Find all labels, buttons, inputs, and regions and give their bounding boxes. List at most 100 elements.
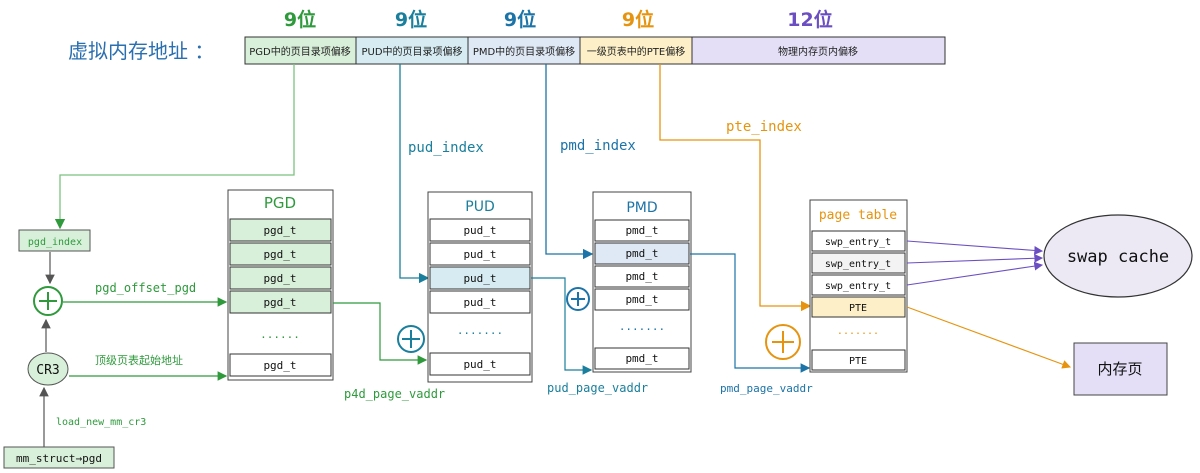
page-table-row (811, 349, 906, 371)
field-text-pte: 一级页表中的PTE偏移 (587, 45, 685, 58)
pgd-row-text: pgd_t (263, 224, 296, 237)
pgd-offset-label: pgd_offset_pgd (95, 281, 196, 295)
pud-index-label: pud_index (408, 140, 484, 156)
pud-vaddr-arrow (531, 277, 593, 375)
pgd-row-ellipsis: ...... (260, 328, 300, 341)
memory-page-text: 内存页 (1097, 360, 1142, 378)
pmd-row-text: pmd_t (625, 270, 658, 283)
pud-row-ellipsis: ....... (457, 324, 503, 337)
p4d-vaddr-arrow (333, 302, 428, 365)
pgd-index-text: pgd_index (28, 237, 82, 248)
pud-index-connector (399, 64, 430, 284)
pmd-row-text: pmd_t (625, 352, 658, 365)
field-text-offset: 物理内存页内偏移 (778, 45, 858, 58)
pgd-plus-icon (33, 286, 63, 316)
pmd-row-text: pmd_t (625, 224, 658, 237)
pmd-row-ellipsis: ....... (619, 320, 665, 333)
page-table-row-text: swp_entry_t (825, 259, 891, 270)
pgd-plus-icon-cross (39, 292, 57, 310)
pud-row-text: pud_t (463, 272, 496, 285)
pgd-row (229, 266, 332, 290)
page-table-row (811, 274, 906, 296)
pmd-row (594, 265, 690, 288)
pud-row-text: pud_t (463, 248, 496, 261)
pmd-row (594, 347, 690, 370)
page-table-row-text: PTE (849, 356, 867, 367)
address-field-pud: 9位 PUD中的页目录项偏移 (355, 8, 469, 65)
pud-row (429, 218, 531, 242)
bits-label-pgd: 9位 (284, 8, 316, 31)
p4d-vaddr-label: p4d_page_vaddr (344, 387, 445, 401)
address-field-pgd: 9位 PGD中的页目录项偏移 (244, 8, 357, 65)
load-new-mm-cr3-label: load_new_mm_cr3 (56, 417, 146, 428)
address-field-pte: 9位 一级页表中的PTE偏移 (579, 8, 693, 65)
pud-row (429, 290, 531, 314)
field-box-pud (355, 36, 469, 65)
bits-label-offset: 12位 (787, 8, 832, 31)
bits-label-pte: 9位 (622, 8, 654, 31)
pte-to-page-arrow (906, 306, 1072, 369)
pmd-row (594, 288, 690, 311)
pgd-row-text: pgd_t (263, 272, 296, 285)
pgd-row-text: pgd_t (263, 359, 296, 372)
pte-plus-icon-cross (772, 331, 794, 353)
page-table-title: page table (819, 208, 897, 223)
pgd-row (229, 353, 332, 377)
pud-row (429, 242, 531, 266)
pmd-row-text: pmd_t (625, 247, 658, 260)
cr3-node (27, 352, 69, 386)
pmd-row-text: pmd_t (625, 293, 658, 306)
swap-entry-arrow (906, 240, 1044, 255)
mm-struct-box (3, 446, 115, 469)
pmd-table: PMD pmd_t pmd_t pmd_t pmd_t ....... pmd_… (592, 191, 692, 373)
pgd-index-connector (54, 64, 295, 230)
top-table-addr-label: 顶级页表起始地址 (95, 353, 183, 367)
pmd-row (594, 219, 690, 242)
pte-index-connector (659, 64, 812, 312)
memory-page-box (1073, 342, 1168, 396)
pmd-plus-icon-cross (571, 292, 585, 306)
page-table-row-ellipsis: ....... (837, 326, 879, 337)
field-text-pgd: PGD中的页目录项偏移 (249, 45, 350, 58)
pgd-row (229, 242, 332, 266)
pgd-table-title: PGD (264, 194, 296, 212)
pud-vaddr-label: pud_page_vaddr (547, 381, 648, 395)
pud-plus-icon-cross (402, 330, 420, 348)
page-table-row-text: PTE (849, 303, 867, 314)
field-text-pmd: PMD中的页目录项偏移 (473, 45, 575, 58)
pmd-index-label: pmd_index (560, 138, 636, 154)
pud-row (429, 352, 531, 376)
pud-row-selected (429, 266, 531, 290)
swap-cache-node (1043, 214, 1193, 298)
pmd-index-connector (545, 64, 594, 260)
page-table: page table swp_entry_t swp_entry_t swp_e… (809, 199, 908, 373)
pud-plus-icon (397, 325, 425, 353)
pmd-vaddr-arrow (690, 253, 811, 373)
pgd-index-box (18, 229, 91, 252)
page-table-row (811, 230, 906, 252)
address-field-pmd: 9位 PMD中的页目录项偏移 (467, 8, 581, 65)
page-table-row-selected (811, 296, 906, 318)
field-box-pgd (244, 36, 357, 65)
pmd-vaddr-label: pmd_page_vaddr (720, 382, 813, 395)
swap-entry-arrow (906, 253, 1044, 264)
page-table-row-text: swp_entry_t (825, 281, 891, 292)
swap-cache-text: swap cache (1067, 247, 1169, 267)
swap-entry-arrow (906, 261, 1044, 286)
pte-index-label: pte_index (726, 119, 802, 135)
bits-label-pmd: 9位 (504, 8, 536, 31)
page-table-row (811, 252, 906, 274)
field-text-pud: PUD中的页目录项偏移 (361, 45, 462, 58)
bits-label-pud: 9位 (395, 8, 427, 31)
pmd-plus-icon (566, 287, 590, 311)
field-box-offset (691, 36, 946, 65)
virtual-address-label: 虚拟内存地址 ： (68, 39, 214, 63)
address-field-page-offset: 12位 物理内存页内偏移 (691, 8, 946, 65)
pud-row-text: pud_t (463, 358, 496, 371)
pgd-row-text: pgd_t (263, 248, 296, 261)
pte-plus-icon (765, 324, 801, 360)
pud-row-text: pud_t (463, 296, 496, 309)
cr3-text: CR3 (36, 363, 59, 378)
pmd-row-selected (594, 242, 690, 265)
